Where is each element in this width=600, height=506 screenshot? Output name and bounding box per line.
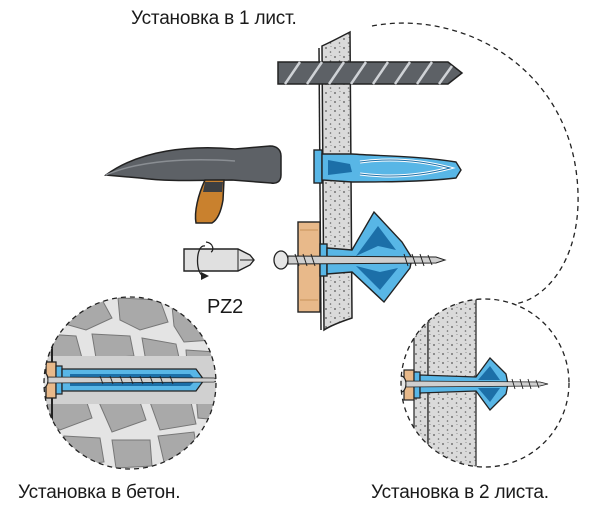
caption-double-sheet: Установка в 2 листа. (371, 482, 549, 503)
caption-single-sheet: Установка в 1 лист. (131, 8, 297, 29)
magnifier-outline (371, 22, 579, 305)
dowel-icon (313, 149, 462, 184)
hammer-icon (103, 145, 282, 224)
dowel-expanded (273, 210, 447, 313)
pz2-bit-icon (183, 241, 255, 280)
concrete-detail (43, 296, 217, 470)
screw-icon (273, 250, 447, 270)
drill-bit-icon (277, 61, 464, 85)
double-sheet-detail (400, 298, 570, 468)
caption-concrete: Установка в бетон. (18, 482, 181, 503)
caption-bit-pz2: PZ2 (207, 296, 244, 318)
